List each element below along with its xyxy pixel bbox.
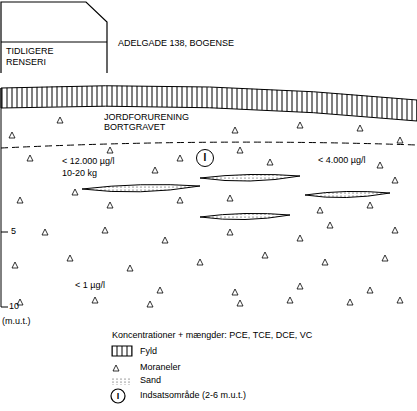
moraine-symbol (72, 189, 78, 195)
unit-label: (m.u.t.) (2, 316, 31, 326)
moraine-symbol (347, 299, 353, 305)
moraine-symbol (27, 155, 33, 161)
moraine-symbol (297, 235, 303, 241)
moraine-symbol (322, 259, 328, 265)
legend-text: Fyld (140, 346, 157, 356)
moraine-symbol (152, 167, 158, 173)
moraine-symbol (397, 297, 403, 303)
note-label: JORDFORURENING BORTGRAVET (104, 112, 199, 133)
legend-heading: Koncentrationer + mængder: PCE, TCE, DCE… (112, 330, 312, 340)
building-box: TIDLIGERE RENSERI (3, 44, 105, 72)
moraine-symbol (397, 137, 403, 143)
moraine-symbol (177, 197, 183, 203)
concentration-label: < 1 µg/l (75, 280, 105, 290)
moraine-symbol (392, 177, 398, 183)
legend-text: Indsatsområde (2-6 m.u.t.) (140, 390, 246, 400)
moraine-symbol (377, 162, 383, 168)
moraine-symbol (382, 255, 388, 261)
moraine-symbol (237, 300, 243, 306)
legend-number: I (117, 391, 120, 401)
moraine-symbol (197, 259, 203, 265)
moraine-symbol (367, 287, 373, 293)
moraine-symbol (107, 147, 113, 153)
moraine-symbol (392, 227, 398, 233)
moraine-symbol (9, 132, 15, 138)
moraine-symbol (357, 125, 363, 131)
moraine-symbol (227, 229, 233, 235)
moraine-symbol (157, 287, 163, 293)
moraine-symbol (177, 155, 183, 161)
moraine-symbol (237, 147, 243, 153)
moraine-symbol (127, 265, 133, 271)
legend-text: Sand (140, 375, 161, 385)
moraine-symbol (367, 202, 373, 208)
depth-tick: 5 (11, 226, 16, 236)
moraine-symbol (327, 222, 333, 228)
moraine-symbol (227, 195, 233, 201)
moraine-symbol (12, 262, 18, 268)
mass-label: 10-20 kg (62, 168, 97, 178)
area-number: I (204, 152, 207, 164)
depth-tick: 10 (9, 301, 19, 311)
moraine-symbol (17, 197, 23, 203)
moraine-symbol (232, 289, 238, 295)
moraine-symbol (67, 255, 73, 261)
moraine-symbol (317, 207, 323, 213)
moraine-symbol (162, 237, 168, 243)
moraine-symbol (297, 122, 303, 128)
moraine-symbol (267, 159, 273, 165)
concentration-label: < 12.000 µg/l (62, 156, 114, 166)
moraine-symbol (262, 252, 268, 258)
intervention-circle: I (196, 149, 214, 167)
moraine-symbol (57, 117, 63, 123)
legend-text: Moraneler (140, 362, 181, 372)
concentration-label: < 4.000 µg/l (318, 155, 365, 165)
moraine-symbol (92, 297, 98, 303)
moraine-symbol (107, 202, 113, 208)
building-label: TIDLIGERE RENSERI (6, 46, 66, 68)
address-label: ADELGADE 138, BOGENSE (118, 38, 234, 48)
moraine-symbol (287, 297, 293, 303)
moraine-symbol (102, 227, 108, 233)
moraine-symbol (147, 301, 153, 307)
moraine-symbol (42, 229, 48, 235)
moraine-symbol (232, 127, 238, 133)
moraine-symbol (297, 283, 303, 289)
